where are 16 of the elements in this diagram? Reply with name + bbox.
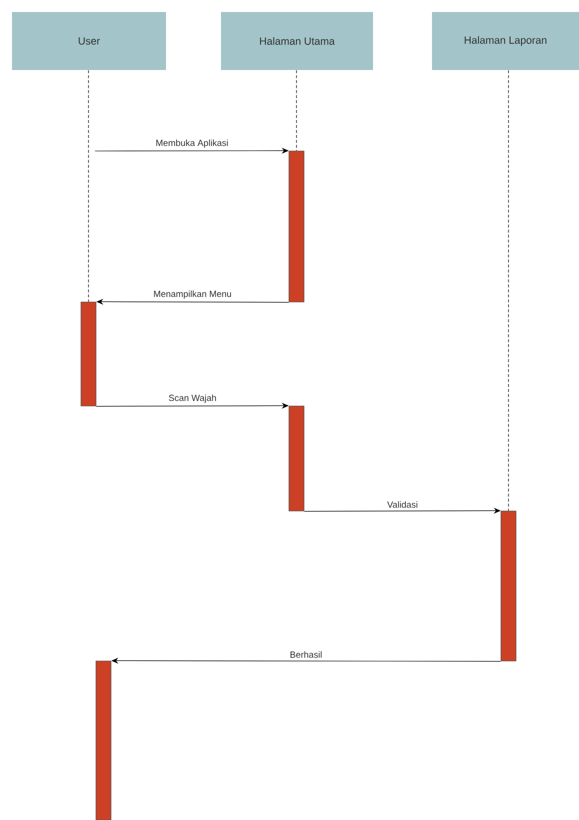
activation-bar xyxy=(500,510,516,662)
message-label: Scan Wajah xyxy=(168,394,216,403)
lifeline xyxy=(508,70,509,511)
message-label: Menampilkan Menu xyxy=(154,290,231,299)
activation-bar xyxy=(288,406,304,512)
lifeline-header: Halaman Utama xyxy=(221,12,373,70)
lifeline xyxy=(296,70,297,151)
message-label: Berhasil xyxy=(290,651,322,658)
lifeline-header: Halaman Laporan xyxy=(432,12,579,70)
activation-bar xyxy=(96,660,112,820)
lifeline xyxy=(88,70,89,302)
message-label: Membuka Aplikasi xyxy=(156,139,228,148)
activation-bar xyxy=(288,150,304,302)
lifeline-header: User xyxy=(12,12,166,70)
message-label: Validasi xyxy=(387,501,418,508)
activation-bar xyxy=(80,302,96,406)
